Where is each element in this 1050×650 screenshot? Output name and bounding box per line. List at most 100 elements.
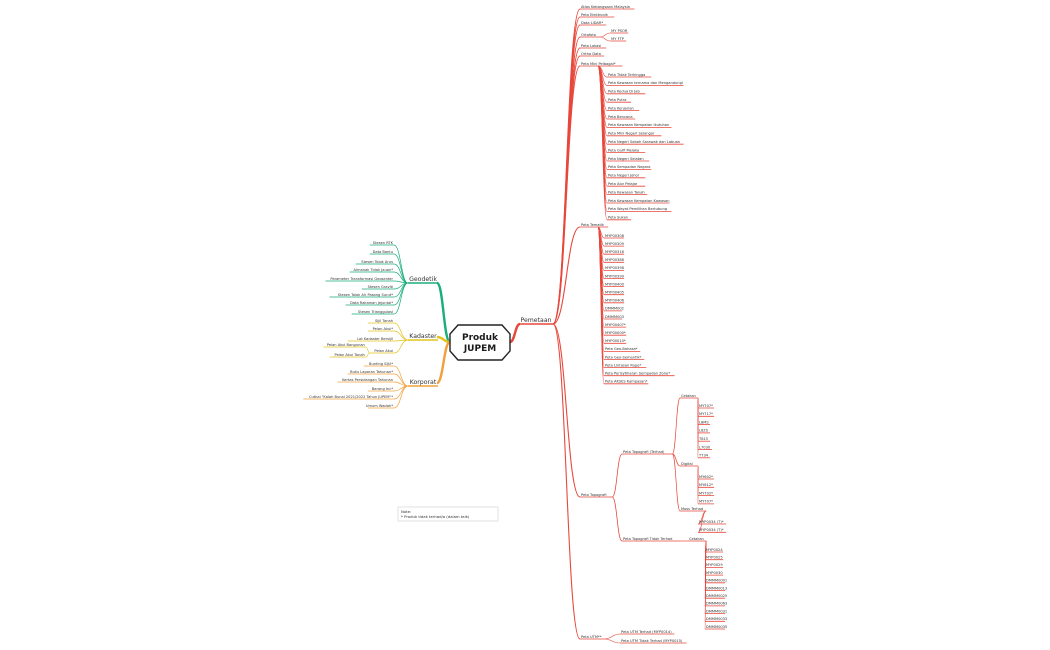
terhad-item-l7030[interactable]: L7030 — [699, 445, 711, 449]
kadaster-item-sijil-tanah[interactable]: Sijil Tanah — [375, 319, 393, 323]
tidak-terhad-item-dmmm0013[interactable]: DMMM0013 — [706, 586, 727, 590]
peta-tematik-myp00405[interactable]: MYP00405 — [605, 291, 624, 295]
tidak-terhad-item-myp0029[interactable]: MYP0029 — [706, 563, 723, 567]
geodetik-item-almanak-tidak-jauon[interactable]: Almanak Tidak Jauon* — [354, 268, 394, 272]
peta-tematik-myp00316[interactable]: MYP00316 — [605, 250, 625, 254]
kadaster-sub-pelan-akui-tanah[interactable]: Pelan Akui Tanah — [335, 353, 365, 357]
korporat-item-barang-inc[interactable]: Barang Inc* — [372, 387, 393, 391]
geodetik-item-stesen-graviti[interactable]: Stesen Graviti — [368, 285, 393, 289]
peta-tematik-myp00000[interactable]: MYP00000* — [605, 331, 626, 335]
geodetik-item-data-bantu[interactable]: Data Bantu — [373, 250, 393, 254]
korporat-item-buku-laporan-tahunan[interactable]: Buku Laporan Tahunan* — [350, 370, 393, 374]
pemetaan-peta-tematik[interactable]: Peta Tematik — [581, 223, 605, 227]
geodetik-item-stesen-rtk[interactable]: Stesen RTK — [373, 241, 394, 245]
peta-mini-peta-wayat-pemilihan-bertubung[interactable]: Peta Wayat Pemilihan Bertubung — [608, 207, 667, 211]
terhad-group-cetakan[interactable]: Cetakan — [681, 394, 696, 398]
peta-tematik-myp00407[interactable]: MYP00407* — [605, 323, 626, 327]
terhad-item-my717[interactable]: MY717* — [699, 412, 713, 416]
branch-pemetaan[interactable]: Pemetaan — [520, 317, 551, 324]
terhad-group-digital[interactable]: Digital — [681, 462, 693, 466]
pemetaan-data-lidar[interactable]: Data LiDAR* — [581, 21, 603, 25]
pemetaan-peta-elektronik[interactable]: Peta Elektronik — [581, 13, 609, 17]
pemetaan-ortho-data[interactable]: Ortho Data — [581, 52, 601, 56]
tidak-terhad-item-dmmm0025[interactable]: DMMM0025 — [706, 594, 727, 598]
tidak-terhad-item-dmmm0063[interactable]: DMMM0063 — [706, 602, 727, 606]
peta-mini-peta-kawasan-tanah[interactable]: Peta Kawasan Tanah — [608, 190, 645, 194]
topografi-terhad[interactable]: Peta Topografi (Terhad) — [623, 450, 665, 454]
tidak-terhad-item-dmmm0031[interactable]: DMMM0031 — [706, 609, 727, 613]
peta-tematik-myp00309[interactable]: MYP00309 — [605, 242, 625, 246]
peta-mini-peta-tidak-terhingga[interactable]: Peta Tidak Terhingga — [608, 73, 645, 77]
peta-mini-peta-kawasan-kempatan-ikutuhan[interactable]: Peta Kawasan Kempatan Ikutuhan — [608, 123, 669, 127]
terhad-item-l8ms[interactable]: L8MS — [699, 420, 709, 424]
peta-mini-peta-negeri-sabah-sarawak-dan-labuan[interactable]: Peta Negeri Sabah Sarawak dan Labuan — [608, 140, 680, 144]
branch-geodetik[interactable]: Geodetik — [409, 276, 437, 283]
kadaster-item-pelan-akui[interactable]: Pelan Akui — [374, 349, 393, 353]
terhad-item-my702[interactable]: MY702* — [699, 491, 713, 495]
peta-mini-peta-sukan[interactable]: Peta Sukan — [608, 216, 628, 220]
pemetaan-peta-mini-pelbagai[interactable]: Peta Mini Pelbagai* — [581, 62, 616, 66]
terhad-item-my707[interactable]: MY707* — [699, 500, 713, 504]
terhad-item-l8zs[interactable]: L8ZS — [699, 429, 709, 433]
pemetaan-peta-utm[interactable]: Peta UTM** — [581, 635, 602, 639]
branch-korporat[interactable]: Korporat — [410, 379, 437, 386]
peta-tematik-dmmm003[interactable]: DMMM003 — [605, 315, 624, 319]
korporat-item-bunting-siju[interactable]: Bunting SIJU* — [369, 362, 393, 366]
kadaster-item-pelan-akui[interactable]: Pelan Akui* — [373, 327, 394, 331]
peta-mini-peta-gulfi-melaka[interactable]: Peta Gulfi Melaka — [608, 148, 639, 152]
kadaster-item-lot-kadaster-bersijil[interactable]: Lot Kadaster Bersijil — [357, 337, 393, 341]
central-topic[interactable]: Produk JUPEM — [449, 324, 511, 361]
peta-tematik-peta-akses-kampasan[interactable]: Peta AKSES Kampasan* — [605, 380, 648, 384]
peta-mini-peta-bencana[interactable]: Peta Bencana — [608, 115, 633, 119]
ortofoto-my-ftp[interactable]: MY FTP — [611, 37, 625, 41]
ortofoto-my-psor[interactable]: MY PSOR — [611, 29, 628, 33]
peta-tematik-myp00399[interactable]: MYP00399 — [605, 274, 625, 278]
peta-tematik-dmmm002[interactable]: DMMM002 — [605, 307, 624, 311]
terhad-item-my612[interactable]: MY612* — [699, 483, 713, 487]
terhad-item-my707[interactable]: MY707* — [699, 404, 713, 408]
geodetik-item-stesen-tolok-arus[interactable]: Stesen Tolok Arus — [361, 260, 393, 264]
geodetik-item-stesen-trianggulasi[interactable]: Stesen Trianggulasi — [358, 310, 393, 314]
pemetaan-ortofoto[interactable]: Ortofoto — [581, 33, 596, 37]
tidak-terhad-item-myp0030[interactable]: MYP0030 — [706, 571, 723, 575]
geodetik-item-data-rakaman-jejuntai[interactable]: Data Rakaman Jejuntai* — [350, 301, 393, 305]
terhad-item-t815[interactable]: T815 — [698, 437, 708, 441]
terhad-item-my602[interactable]: MY602* — [699, 475, 713, 479]
pemetaan-atlas-kebangsaan-malaysia[interactable]: Atlas Kebangsaan Malaysia — [581, 5, 630, 9]
peta-mini-peta-negeri-selatan[interactable]: Peta Negeri Selatan — [608, 157, 644, 161]
peta-tematik-peta-lintasan-rupe[interactable]: Peta Lintasan Rupe* — [605, 363, 641, 367]
terhad-item-myp0034-t[interactable]: MYP0034 (T)* — [699, 520, 724, 524]
peta-tematik-peta-geo-bahasa[interactable]: Peta Geo-Bahasa* — [605, 347, 638, 351]
korporat-item-umum-wadah[interactable]: Umum Wadah* — [366, 404, 393, 408]
peta-mini-peta-kenjarian[interactable]: Peta Kenjarian — [608, 106, 634, 110]
peta-mini-peta-alor-pelajar[interactable]: Peta Alor Pelajar — [608, 182, 638, 186]
branch-kadaster[interactable]: Kadaster — [409, 333, 437, 340]
pemetaan-peta-lokasi[interactable]: Peta Lokasi — [581, 44, 601, 48]
peta-tematik-myp00398[interactable]: MYP00398 — [605, 266, 625, 270]
peta-mini-peta-kedua-di-jab[interactable]: Peta Kedua Di Jab — [608, 90, 640, 94]
terhad-item-myp0034-t[interactable]: MYP0034 (T)* — [699, 528, 724, 532]
terhad-group-moss-terhad[interactable]: Moss Terhad — [681, 507, 703, 511]
peta-mini-peta-kawasan-ternama-dan-mengandungi[interactable]: Peta Kawasan ternama dan Mengandungi — [608, 81, 683, 85]
geodetik-item-parameter-transformasi-geosenter[interactable]: Parameter Transformasi Geosenter — [330, 277, 393, 281]
topografi-tidak-terhad[interactable]: Peta Topografi Tidak Terhad — [623, 537, 672, 541]
tidak-terhad-item-dmmm0001[interactable]: DMMM0001 — [706, 579, 727, 583]
peta-mini-peta-kawasan-kempatan-kawasan[interactable]: Peta Kawasan Kempatan Kawasan — [608, 199, 670, 203]
terhad-item-t734[interactable]: T734 — [698, 454, 709, 458]
peta-mini-peta-negeri-johor[interactable]: Peta Negeri Johor — [608, 174, 640, 178]
kadaster-sub-pelan-akui-bangunan[interactable]: Pelan Akui Bangunan — [327, 343, 365, 347]
geodetik-item-stesen-tolok-air-pasang-surut[interactable]: Stesen Tolok Air Pasang Surut* — [338, 293, 393, 297]
peta-tematik-myp00010[interactable]: MYP00010* — [605, 339, 626, 343]
peta-mini-peta-sempadan-negara[interactable]: Peta Sempadan Negara — [608, 165, 650, 169]
tidak-terhad-item-myp0025[interactable]: MYP0025 — [706, 556, 723, 560]
peta-tematik-myp00308[interactable]: MYP00308 — [605, 234, 625, 238]
pemetaan-peta-topografi[interactable]: Peta Topografi — [581, 493, 607, 497]
peta-tematik-peta-perisytiharan-sempadan-zone[interactable]: Peta Perisytiharan Sempadan Zone* — [605, 372, 670, 376]
tidak-terhad-item-dmmm0035[interactable]: DMMM0035 — [706, 625, 727, 629]
korporat-item-kertas-persidangan-tahunan[interactable]: Kertas Persidangan Tahunan — [342, 378, 393, 382]
tidak-terhad-group-cetakan[interactable]: Cetakan — [689, 537, 704, 541]
peta-tematik-peta-geo-semantik[interactable]: Peta Geo-Semantik* — [605, 355, 642, 359]
utm-item-peta-utm-terhad-myp0014[interactable]: Peta UTM Terhad (MYP0014) — [621, 630, 672, 634]
peta-tematik-myp00406[interactable]: MYP00406 — [605, 299, 625, 303]
peta-tematik-myp00388[interactable]: MYP00388 — [605, 258, 625, 262]
